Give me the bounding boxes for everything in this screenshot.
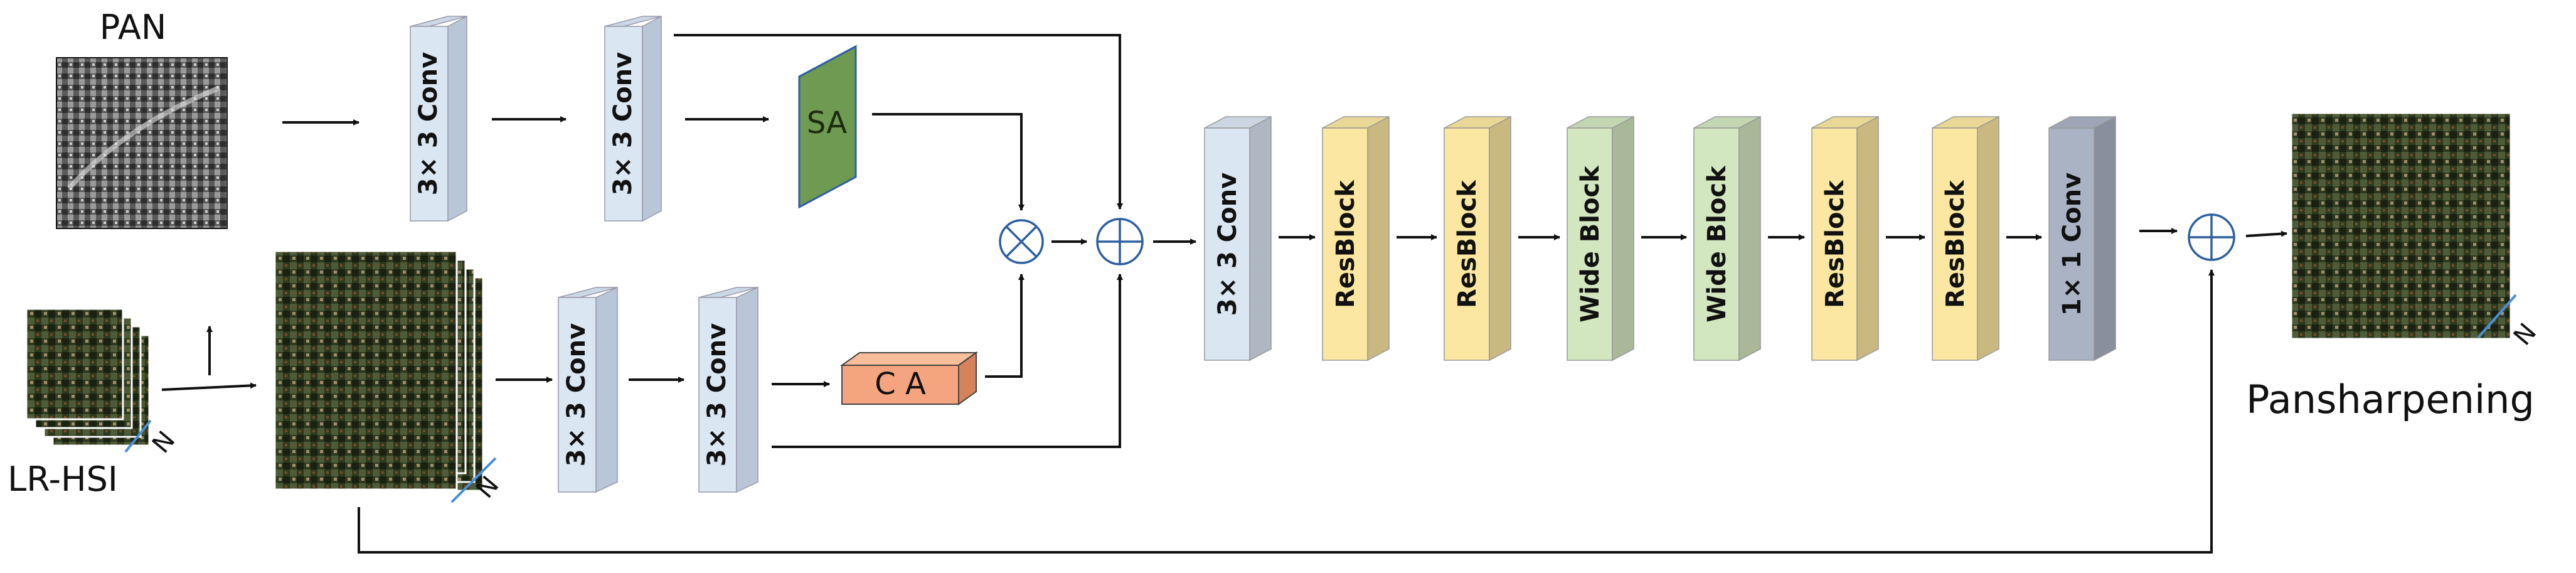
output-label: Pansharpening [2246,377,2535,422]
output-band-symbol: N [2508,318,2542,351]
backbone-block-label: Wide Block [1703,165,1732,323]
backbone-block-5: Wide Block [1693,115,1761,361]
pan-image [56,57,228,229]
sa-label: SA [807,105,847,141]
backbone-block-label: 3× 3 Conv [1213,173,1242,316]
hsi-conv1-block: 3× 3 Conv [558,286,618,493]
add-operator-output [2188,213,2235,261]
lrhsi-label: LR-HSI [8,459,118,499]
backbone-block-label: ResBlock [1941,179,1970,308]
backbone-block-1: 3× 3 Conv [1204,115,1272,361]
connections [161,34,2287,554]
hsi-conv2-block: 3× 3 Conv [698,286,758,493]
lrhsi-image-stack [25,308,152,453]
backbone-block-label: ResBlock [1821,179,1850,308]
channel-attention-block: C A [839,351,979,405]
pan-label: PAN [100,8,166,47]
backbone-block-3: ResBlock [1444,115,1511,361]
pan-conv2-label: 3× 3 Conv [609,52,637,195]
hsi-conv2-label: 3× 3 Conv [703,323,732,466]
backbone-block-7: ResBlock [1932,115,1999,361]
backbone-block-8: 1× 1 Conv [2048,115,2116,361]
multiply-operator [999,219,1044,264]
output-image-stack [2290,112,2517,340]
backbone-block-6: ResBlock [1811,115,1879,361]
pan-conv1-block: 3× 3 Conv [410,15,467,222]
backbone-block-label: 1× 1 Conv [2058,173,2087,316]
spatial-attention-block: SA [798,45,857,209]
backbone-block-4: Wide Block [1567,115,1634,361]
backbone-block-label: Wide Block [1576,165,1605,323]
add-operator-fusion [1096,218,1144,265]
pan-conv2-block: 3× 3 Conv [604,15,662,222]
pan-conv1-label: 3× 3 Conv [414,52,443,195]
lrhsi-band-symbol: N [147,426,181,459]
backbone-block-label: ResBlock [1331,179,1360,308]
ca-label: C A [875,367,926,402]
backbone-block-label: ResBlock [1453,179,1482,308]
backbone-block-2: ResBlock [1322,115,1390,361]
backbone: 3× 3 Conv ResBlock ResBlock Wide Block Wide … [1204,115,2116,361]
upsampled-hsi-image-stack [274,250,497,503]
hsi-conv1-label: 3× 3 Conv [562,323,591,466]
